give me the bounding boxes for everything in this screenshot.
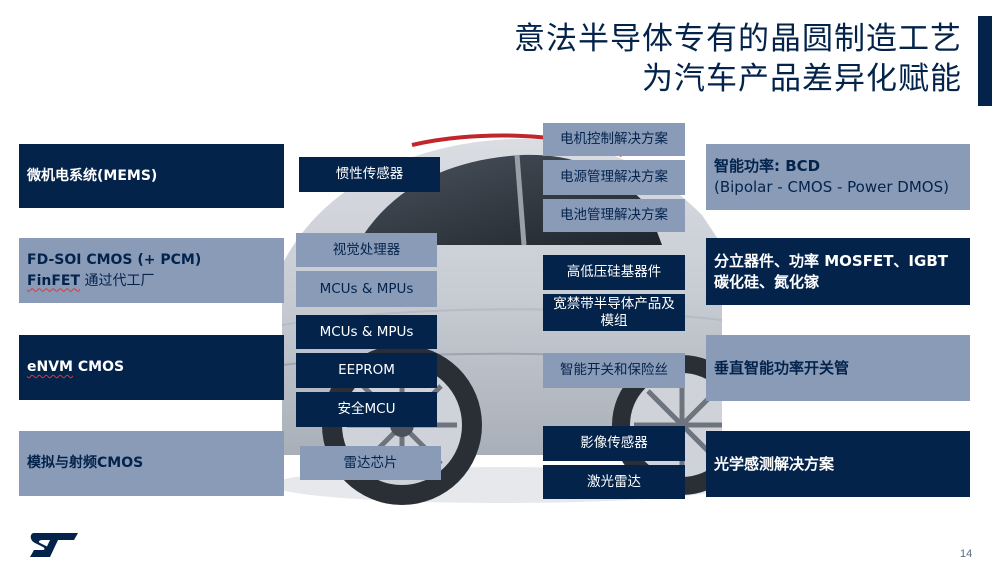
vertical-switch-label: 垂直智能功率开关管 bbox=[714, 358, 850, 377]
vision-processor-label: 视觉处理器 bbox=[332, 241, 401, 258]
image-sensor-label: 影像传感器 bbox=[580, 435, 648, 451]
inertial-sensor-box: 惯性传感器 bbox=[299, 157, 440, 192]
fdsoi-box: FD-SOI CMOS (+ PCM) FinFET 通过代工厂 bbox=[19, 238, 284, 303]
optical-sensing-box: 光学感测解决方案 bbox=[706, 431, 970, 497]
analog-rf-box: 模拟与射频CMOS bbox=[19, 431, 284, 496]
vision-processor-box: 视觉处理器 bbox=[296, 233, 437, 267]
hv-silicon-label: 高低压硅基器件 bbox=[566, 264, 662, 280]
radar-chip-label: 雷达芯片 bbox=[343, 454, 398, 471]
eeprom-box: EEPROM bbox=[296, 353, 437, 388]
mcus-mpus-label-1: MCUs & MPUs bbox=[319, 280, 414, 297]
battery-management-label: 电池管理解决方案 bbox=[560, 207, 668, 223]
bcd-box: 智能功率: BCD (Bipolar - CMOS - Power DMOS) bbox=[706, 144, 970, 210]
mems-box: 微机电系统(MEMS) bbox=[19, 144, 284, 208]
page-number: 14 bbox=[960, 548, 973, 560]
secure-mcu-label: 安全MCU bbox=[337, 401, 396, 417]
radar-chip-box: 雷达芯片 bbox=[300, 446, 441, 480]
lidar-box: 激光雷达 bbox=[543, 465, 685, 499]
smart-switch-box: 智能开关和保险丝 bbox=[543, 353, 685, 388]
discrete-line-2: 碳化硅、氮化镓 bbox=[714, 272, 820, 291]
smart-switch-label: 智能开关和保险丝 bbox=[560, 362, 668, 378]
power-management-label: 电源管理解决方案 bbox=[560, 169, 668, 185]
bcd-line-2: (Bipolar - CMOS - Power DMOS) bbox=[714, 178, 949, 196]
title-line-2: 为汽车产品差异化赋能 bbox=[642, 61, 962, 97]
envm-label: eNVM bbox=[27, 359, 73, 375]
vertical-switch-box: 垂直智能功率开关管 bbox=[706, 335, 970, 401]
finfet-label: FinFET bbox=[27, 272, 81, 289]
title-line-1: 意法半导体专有的晶圆制造工艺 bbox=[514, 21, 962, 57]
bcd-line-1: 智能功率: BCD bbox=[714, 157, 821, 175]
power-management-box: 电源管理解决方案 bbox=[543, 160, 685, 195]
hv-silicon-box: 高低压硅基器件 bbox=[543, 255, 685, 290]
wide-bandgap-box: 宽禁带半导体产品及模组 bbox=[543, 294, 685, 331]
secure-mcu-box: 安全MCU bbox=[296, 392, 437, 427]
st-logo-icon bbox=[30, 533, 78, 557]
mcus-mpus-label-2: MCUs & MPUs bbox=[319, 323, 414, 340]
mcus-mpus-box-2: MCUs & MPUs bbox=[296, 315, 437, 349]
fdsoi-line-1: FD-SOI CMOS (+ PCM) bbox=[27, 251, 202, 268]
mcus-mpus-box-1: MCUs & MPUs bbox=[296, 271, 437, 307]
cmos-label: CMOS bbox=[72, 359, 125, 375]
optical-sensing-label: 光学感测解决方案 bbox=[714, 454, 835, 473]
lidar-label: 激光雷达 bbox=[587, 473, 641, 490]
discrete-line-1: 分立器件、功率 MOSFET、IGBT bbox=[714, 251, 948, 270]
battery-management-box: 电池管理解决方案 bbox=[543, 199, 685, 232]
image-sensor-box: 影像传感器 bbox=[543, 426, 685, 461]
analog-rf-label: 模拟与射频CMOS bbox=[27, 455, 144, 471]
wide-bandgap-label: 宽禁带半导体产品及模组 bbox=[553, 295, 675, 329]
mems-label: 微机电系统(MEMS) bbox=[27, 167, 158, 184]
discrete-box: 分立器件、功率 MOSFET、IGBT 碳化硅、氮化镓 bbox=[706, 238, 970, 305]
inertial-sensor-label: 惯性传感器 bbox=[335, 166, 404, 182]
eeprom-label: EEPROM bbox=[338, 362, 395, 378]
motor-control-box: 电机控制解决方案 bbox=[543, 123, 685, 156]
foundry-label: 通过代工厂 bbox=[80, 272, 155, 289]
title-accent-bar bbox=[978, 16, 992, 106]
motor-control-label: 电机控制解决方案 bbox=[560, 131, 668, 147]
envm-box: eNVM CMOS bbox=[19, 335, 284, 400]
